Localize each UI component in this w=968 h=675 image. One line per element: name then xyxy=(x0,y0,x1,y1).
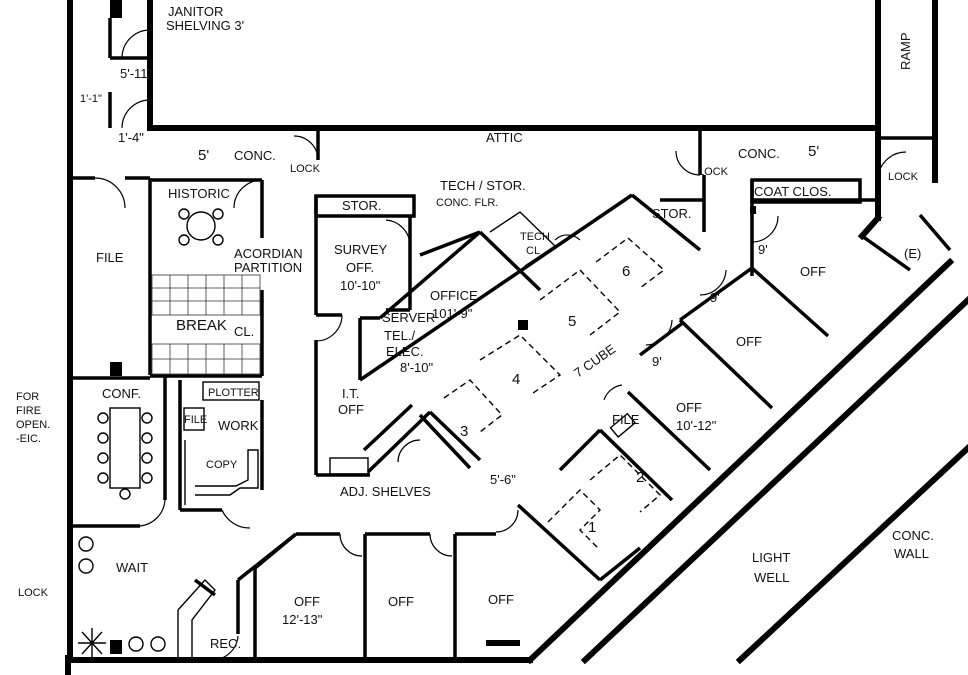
label-exit: (E) xyxy=(904,246,921,261)
label-janitor: JANITOR xyxy=(168,4,223,19)
label-off-3: OFF xyxy=(488,592,514,607)
label-dim-1-1: 1'-1" xyxy=(80,93,102,105)
label-conc-flr: CONC. FLR. xyxy=(436,197,498,209)
label-stor-1: STOR. xyxy=(342,198,382,213)
label-file-small: FILE xyxy=(184,414,207,426)
label-conc-wall-2: WALL xyxy=(894,546,929,561)
label-it-off: OFF xyxy=(338,402,364,417)
cube-number: 4 xyxy=(512,371,520,388)
label-dim-5-11: 5'-11" xyxy=(120,66,153,81)
label-light-well-2: WELL xyxy=(754,570,789,585)
label-lock-4: LOCK xyxy=(18,587,49,599)
label-off-right-c-dim: 10'-12" xyxy=(676,418,717,433)
label-tech: TECH xyxy=(520,231,550,243)
label-ramp: RAMP xyxy=(898,32,913,70)
label-survey-off: OFF. xyxy=(346,260,374,275)
label-cl: CL. xyxy=(234,324,254,339)
label-it: I.T. xyxy=(342,386,359,401)
break-grid xyxy=(151,274,261,375)
label-off-right-a: OFF xyxy=(800,264,826,279)
label-for-fire-1: FOR xyxy=(16,391,39,403)
cube-number: 3 xyxy=(460,423,468,440)
label-five-left: 5' xyxy=(198,147,209,164)
label-conc-right: CONC. xyxy=(738,146,780,161)
label-attic: ATTIC xyxy=(486,130,523,145)
label-five-right: 5' xyxy=(808,143,819,160)
label-for-fire-4: -EIC. xyxy=(16,433,41,445)
label-coat-clos: COAT CLOS. xyxy=(754,184,832,199)
wait-furniture xyxy=(78,536,166,658)
cube-numbers: 1 2 3 4 5 6 xyxy=(460,263,644,536)
label-survey-dim: 10'-10" xyxy=(340,278,381,293)
label-off-right-c: OFF xyxy=(676,400,702,415)
label-break: BREAK xyxy=(176,317,227,334)
label-work: WORK xyxy=(218,418,259,433)
label-plotter: PLOTTER xyxy=(208,387,259,399)
cube-number: 5 xyxy=(568,313,576,330)
label-stor-2: STOR. xyxy=(652,206,692,221)
label-partition: PARTITION xyxy=(234,260,302,275)
label-server: SERVER xyxy=(382,310,435,325)
historic-table xyxy=(178,208,224,246)
label-office: OFFICE xyxy=(430,288,478,303)
label-lock-1: LOCK xyxy=(290,163,321,175)
label-survey: SURVEY xyxy=(334,242,388,257)
label-dim-5-6: 5'-6" xyxy=(490,472,516,487)
cube-outlines xyxy=(443,237,666,551)
label-nine-b: 9' xyxy=(710,290,720,305)
label-file-left: FILE xyxy=(96,250,124,265)
exterior-walls xyxy=(65,0,968,675)
label-light-well-1: LIGHT xyxy=(752,550,790,565)
label-server-dim: 8'-10" xyxy=(400,360,434,375)
labels: JANITOR SHELVING 3' 5'-11" 1'-1" 1'-4" R… xyxy=(16,4,934,651)
label-nine-c: 9' xyxy=(652,354,662,369)
label-dim-1-4: 1'-4" xyxy=(118,130,144,145)
label-file-right: FILE xyxy=(612,412,640,427)
cube-number: 6 xyxy=(622,263,630,280)
label-conc-left: CONC. xyxy=(234,148,276,163)
cube-number: 2 xyxy=(636,469,644,486)
label-office-dim: 101'-9" xyxy=(432,306,473,321)
label-server-elec: ELEC. xyxy=(386,344,424,359)
label-rec: REC. xyxy=(210,636,241,651)
label-off-right-b: OFF xyxy=(736,334,762,349)
label-nine-a: 9' xyxy=(758,242,768,257)
label-for-fire-2: FIRE xyxy=(16,405,41,417)
label-conf: CONF. xyxy=(102,386,141,401)
interior-walls xyxy=(70,128,952,661)
label-for-fire-3: OPEN. xyxy=(16,419,50,431)
label-tech-cl: CL xyxy=(526,245,540,257)
label-copy: COPY xyxy=(206,459,238,471)
label-shelving: SHELVING 3' xyxy=(166,18,244,33)
label-conc-wall-1: CONC. xyxy=(892,528,934,543)
label-wait: WAIT xyxy=(116,560,148,575)
label-acordian: ACORDIAN xyxy=(234,246,303,261)
label-server-tel: TEL./ xyxy=(384,328,415,343)
label-adj-shelves: ADJ. SHELVES xyxy=(340,484,431,499)
label-off-1: OFF xyxy=(294,594,320,609)
label-tech-stor: TECH / STOR. xyxy=(440,178,526,193)
conference-table xyxy=(97,407,153,500)
label-lock-2: LOCK xyxy=(698,166,729,178)
label-lock-3: LOCK xyxy=(888,171,919,183)
label-off-2: OFF xyxy=(388,594,414,609)
cube-number: 1 xyxy=(588,519,596,536)
label-cube: 7 CUBE xyxy=(571,341,618,380)
label-historic: HISTORIC xyxy=(168,186,230,201)
label-off-1-dim: 12'-13" xyxy=(282,612,323,627)
janitor-area xyxy=(108,0,151,129)
